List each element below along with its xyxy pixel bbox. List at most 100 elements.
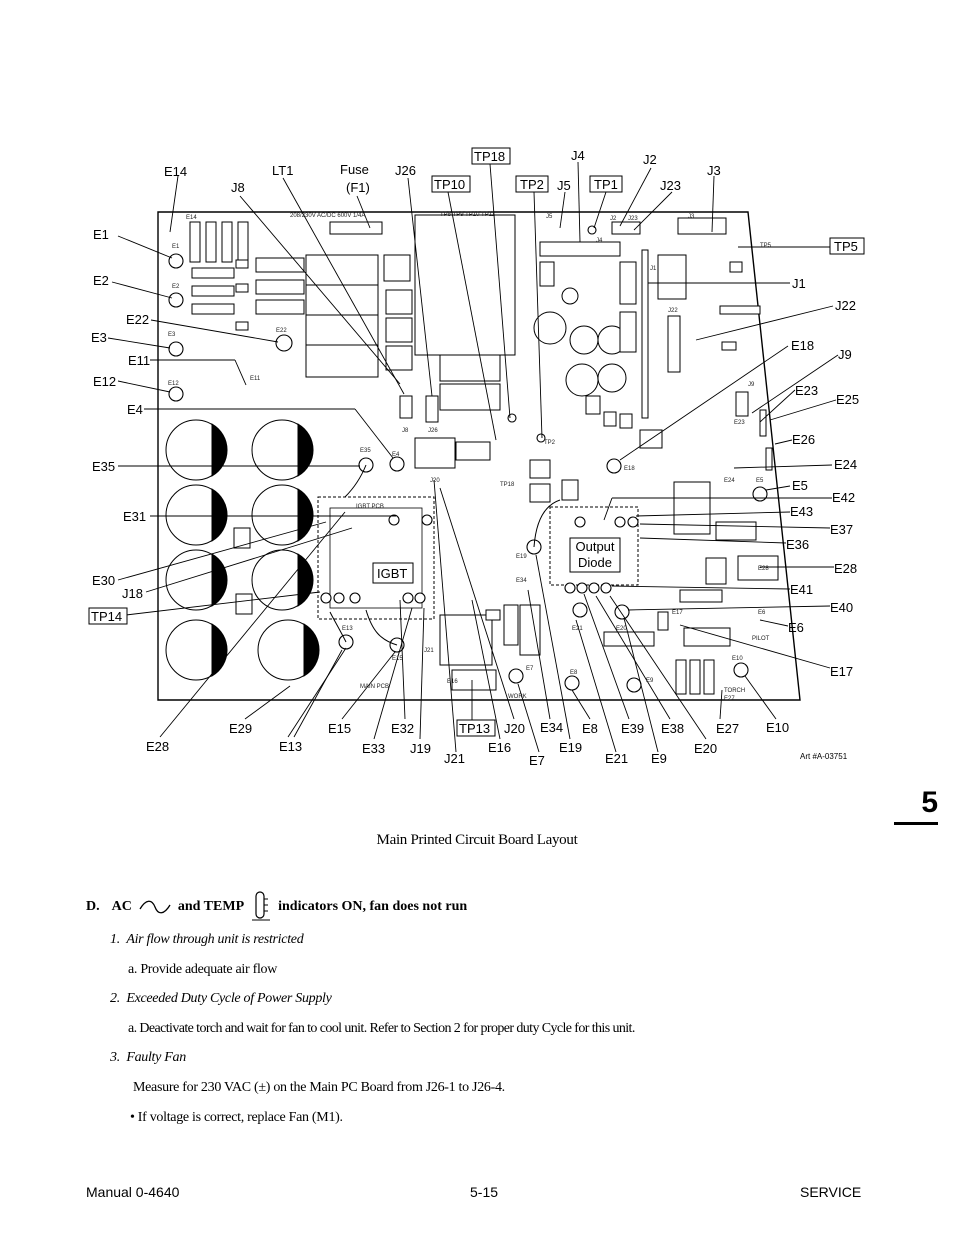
svg-text:E3: E3: [168, 332, 176, 338]
svg-text:E16: E16: [447, 679, 458, 685]
callout-J4: J4: [571, 148, 585, 163]
svg-text:J22: J22: [668, 308, 678, 314]
troubleshooting-heading: D. AC and TEMP indicators ON, fan does n…: [86, 890, 467, 924]
callout-J1: J1: [792, 276, 806, 291]
callout-E37: E37: [830, 522, 853, 537]
svg-text:E5: E5: [756, 478, 764, 484]
callout-TP14: TP14: [91, 609, 122, 624]
svg-text:J5: J5: [546, 214, 553, 220]
callout-J20: J20: [504, 721, 525, 736]
igbt-module-inner: [329, 507, 423, 609]
svg-text:208/230V AC/DC 600V 1/4A: 208/230V AC/DC 600V 1/4A: [290, 213, 365, 219]
wire-e19: [533, 499, 561, 548]
callout-E26: E26: [792, 432, 815, 447]
svg-text:J26: J26: [428, 428, 438, 434]
callout-E3: E3: [91, 330, 107, 345]
callout-E16: E16: [488, 740, 511, 755]
step-2-title: 2. Exceeded Duty Cycle of Power Supply: [110, 991, 332, 1006]
callout-E9: E9: [651, 751, 667, 766]
callout-E23: E23: [795, 383, 818, 398]
step-3-action: Measure for 230 VAC (±) on the Main PC B…: [133, 1080, 505, 1095]
wire-e35: [344, 464, 367, 498]
callout-E22: E22: [126, 312, 149, 327]
step-3-bullet: • If voltage is correct, replace Fan (M1…: [130, 1110, 343, 1125]
callout-J22: J22: [835, 298, 856, 313]
diagram-caption: Main Printed Circuit Board Layout: [376, 832, 578, 848]
callout-E6: E6: [788, 620, 804, 635]
svg-text:J2: J2: [610, 216, 617, 222]
callout-E34: E34: [540, 720, 563, 735]
svg-text:E12: E12: [168, 381, 179, 387]
callout-E30: E30: [92, 573, 115, 588]
callout-E14: E14: [164, 164, 187, 179]
callout-E19: E19: [559, 740, 582, 755]
callout-J19: J19: [410, 741, 431, 756]
callout-TP1: TP1: [594, 177, 618, 192]
svg-text:TORCH: TORCH: [724, 688, 745, 694]
svg-text:E24: E24: [724, 478, 735, 484]
callout-E21: E21: [605, 751, 628, 766]
footer-manual: Manual 0-4640: [86, 1184, 180, 1200]
callout-labels: E14 LT1 Fuse (F1) J26 TP18 J4 J2 J8 TP10…: [88, 147, 865, 768]
svg-text:E7: E7: [526, 666, 534, 672]
svg-text:E8: E8: [570, 670, 578, 676]
heading-suffix: indicators ON, fan does not run: [278, 899, 468, 914]
callout-TP13: TP13: [459, 721, 490, 736]
step-1-title: 1. Air flow through unit is restricted: [110, 932, 304, 947]
callout-E17: E17: [830, 664, 853, 679]
svg-text:J1: J1: [650, 266, 657, 272]
svg-text:E19: E19: [516, 554, 527, 560]
footer-page-number: 5-15: [470, 1184, 499, 1200]
svg-text:E1: E1: [172, 244, 180, 250]
igbt-module-outline: [317, 496, 435, 620]
step-3-title: 3. Faulty Fan: [110, 1050, 186, 1065]
callout-J5: J5: [557, 178, 571, 193]
footer-section: SERVICE: [800, 1184, 862, 1200]
callout-J23: J23: [660, 178, 681, 193]
callout-E12: E12: [93, 374, 116, 389]
callout-E43: E43: [790, 504, 813, 519]
callout-E33: E33: [362, 741, 385, 756]
callout-E27: E27: [716, 721, 739, 736]
callout-E40: E40: [830, 600, 853, 615]
svg-text:E28: E28: [758, 566, 769, 572]
section-number: 5: [921, 786, 938, 819]
svg-text:TP18: TP18: [500, 482, 515, 488]
callout-E29: E29: [229, 721, 252, 736]
callout-E18: E18: [791, 338, 814, 353]
svg-text:E34: E34: [516, 578, 527, 584]
callout-E32: E32: [391, 721, 414, 736]
callout-J21: J21: [444, 751, 465, 766]
wire-e13: [329, 611, 347, 643]
svg-text:E4: E4: [392, 452, 400, 458]
svg-text:E6: E6: [758, 610, 766, 616]
svg-text:J4: J4: [596, 238, 603, 244]
pcb-outline: [157, 211, 801, 701]
svg-text:E13: E13: [342, 626, 353, 632]
output-diode-label: Output Diode: [575, 539, 615, 570]
callout-TP10: TP10: [434, 177, 465, 192]
callout-J26: J26: [395, 163, 416, 178]
art-reference: Art #A-03751: [800, 752, 848, 761]
callout-E5: E5: [792, 478, 808, 493]
callout-E4: E4: [127, 402, 143, 417]
svg-text:J21: J21: [424, 648, 434, 654]
callout-E41: E41: [790, 582, 813, 597]
svg-text:E2: E2: [172, 284, 180, 290]
callout-E15: E15: [328, 721, 351, 736]
svg-text:J9: J9: [748, 382, 755, 388]
callout-E42: E42: [832, 490, 855, 505]
callout-J8: J8: [231, 180, 245, 195]
svg-text:TP2: TP2: [544, 440, 556, 446]
callout-E25: E25: [836, 392, 859, 407]
heading-temp: and TEMP: [177, 899, 245, 914]
svg-text:WORK: WORK: [508, 694, 527, 700]
callout-TP2: TP2: [520, 177, 544, 192]
callout-E7: E7: [529, 753, 545, 768]
temperature-icon: [252, 891, 271, 921]
svg-text:E10: E10: [732, 656, 743, 662]
svg-text:J20: J20: [430, 478, 440, 484]
svg-text:E17: E17: [672, 610, 683, 616]
